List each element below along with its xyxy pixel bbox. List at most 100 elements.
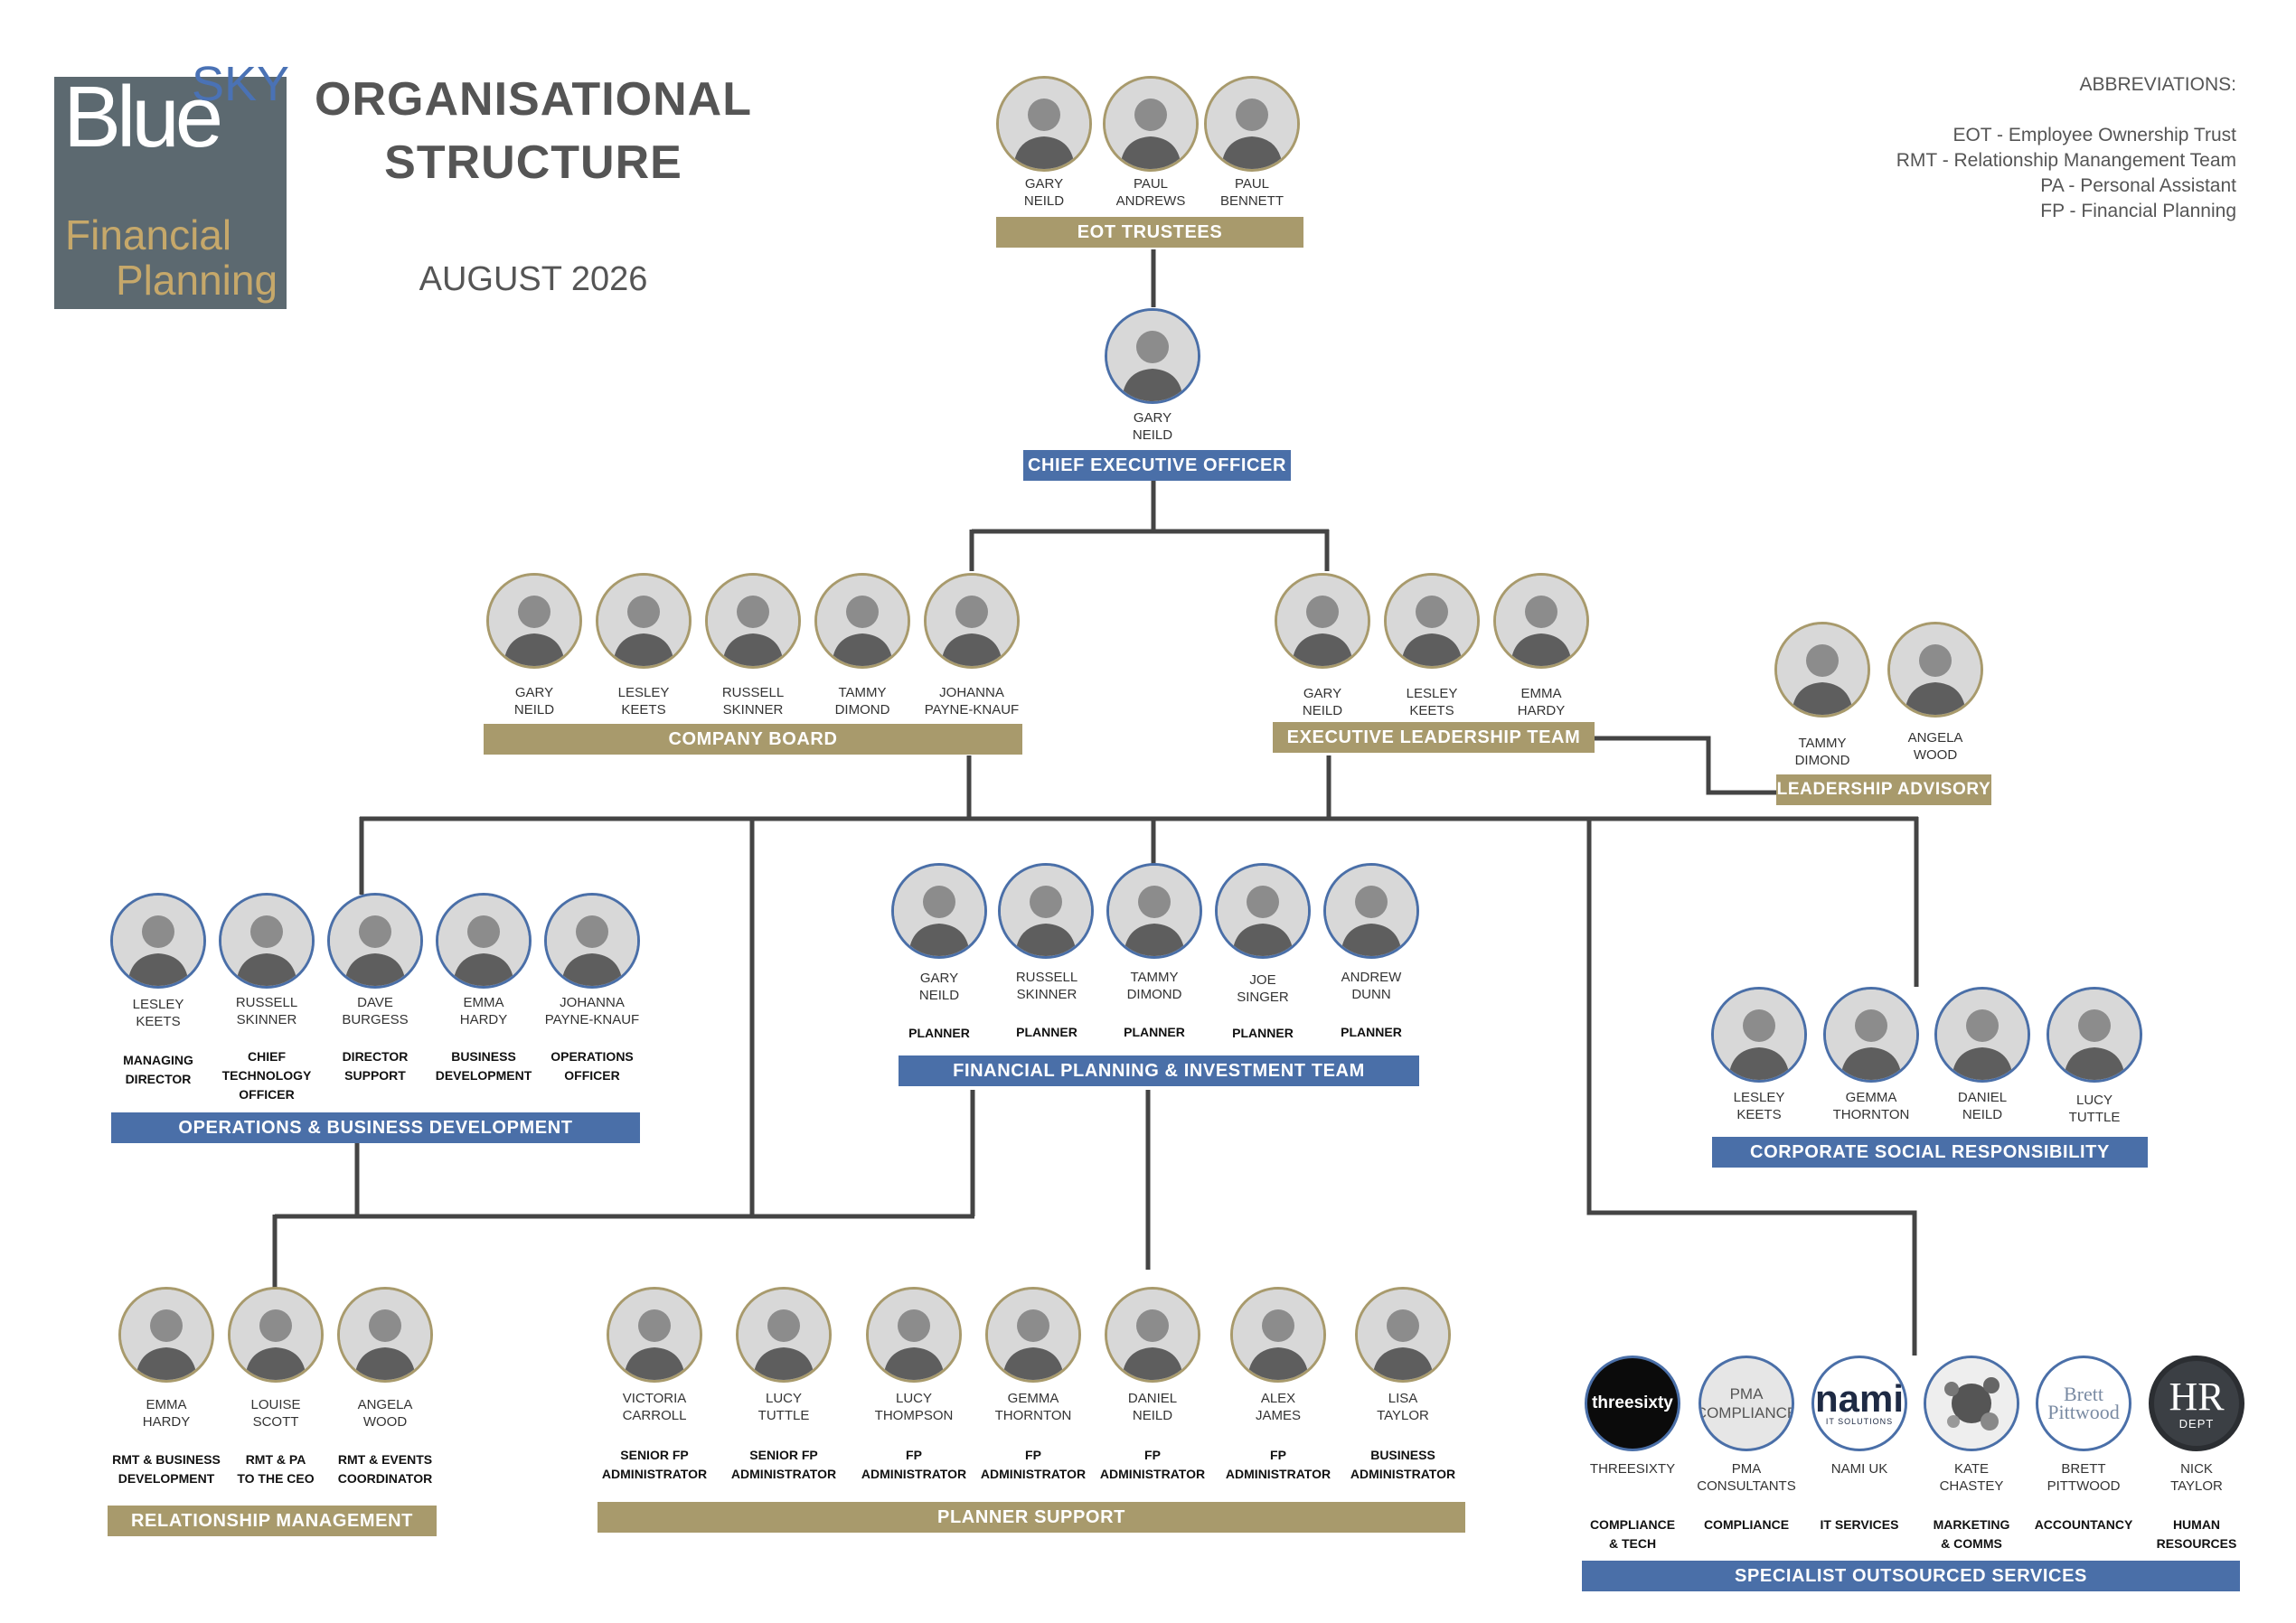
ops-banner: OPERATIONS & BUSINESS DEVELOPMENT bbox=[111, 1112, 640, 1143]
person-silhouette-icon bbox=[1826, 990, 1916, 1080]
page-date: AUGUST 2026 bbox=[419, 260, 648, 298]
person-silhouette-icon bbox=[1777, 624, 1868, 715]
service-role: COMPLIANCE bbox=[1703, 1517, 1790, 1532]
person-silhouette-icon bbox=[2049, 990, 2140, 1080]
eot-trustees-banner: EOT TRUSTEES bbox=[996, 217, 1303, 248]
person-silhouette-icon bbox=[547, 896, 637, 986]
person-silhouette-icon bbox=[340, 1290, 430, 1380]
service-role: MARKETING& COMMS bbox=[1933, 1517, 2010, 1551]
service-name: NAMI UK bbox=[1830, 1461, 1888, 1477]
person-photo bbox=[1823, 987, 1919, 1083]
service-role: COMPLIANCE& TECH bbox=[1589, 1517, 1676, 1551]
person-photo bbox=[705, 573, 801, 669]
person-silhouette-icon bbox=[1218, 866, 1308, 956]
person-silhouette-icon bbox=[1358, 1290, 1448, 1380]
person-photo bbox=[607, 1287, 702, 1383]
sos-banner: SPECIALIST OUTSOURCED SERVICES bbox=[1582, 1561, 2240, 1591]
page-title-line2: STRUCTURE bbox=[384, 136, 682, 189]
person-silhouette-icon bbox=[113, 896, 203, 986]
elt-banner: EXECUTIVE LEADERSHIP TEAM bbox=[1273, 722, 1595, 753]
person-silhouette-icon bbox=[988, 1290, 1078, 1380]
person-silhouette-icon bbox=[1714, 990, 1804, 1080]
person-photo bbox=[1230, 1287, 1326, 1383]
person-photo bbox=[1493, 573, 1589, 669]
person-silhouette-icon bbox=[330, 896, 420, 986]
person-photo bbox=[1774, 622, 1870, 718]
ceo-to-board-elt-line bbox=[969, 481, 1330, 571]
person-silhouette-icon bbox=[708, 576, 798, 666]
person-silhouette-icon bbox=[999, 79, 1089, 169]
person-photo bbox=[327, 893, 423, 989]
elt-to-advisory-line bbox=[1593, 736, 1776, 795]
person-photo bbox=[436, 893, 532, 989]
main-bus-line bbox=[360, 755, 1918, 821]
person-photo bbox=[2047, 987, 2142, 1083]
person-silhouette-icon bbox=[739, 1290, 829, 1380]
person-photo bbox=[1323, 863, 1419, 959]
company-board-banner: COMPANY BOARD bbox=[484, 724, 1022, 755]
abbreviation-item: FP - Financial Planning bbox=[2040, 201, 2236, 221]
person-photo bbox=[736, 1287, 832, 1383]
person-silhouette-icon bbox=[869, 1290, 959, 1380]
person-photo bbox=[1384, 573, 1480, 669]
person-photo bbox=[1887, 622, 1983, 718]
ceo-banner: CHIEF EXECUTIVE OFFICER bbox=[1023, 450, 1291, 481]
person-role: PLANNER bbox=[908, 1026, 970, 1040]
threesixty-logo: threesixty bbox=[1585, 1356, 1680, 1451]
person-silhouette-icon bbox=[121, 1290, 212, 1380]
csr-banner: CORPORATE SOCIAL RESPONSIBILITY bbox=[1712, 1137, 2148, 1168]
person-photo bbox=[814, 573, 910, 669]
person-photo bbox=[110, 893, 206, 989]
person-photo bbox=[998, 863, 1094, 959]
person-silhouette-icon bbox=[221, 896, 312, 986]
person-silhouette-icon bbox=[1496, 576, 1586, 666]
person-silhouette-icon bbox=[1207, 79, 1297, 169]
relationship-management-banner: RELATIONSHIP MANAGEMENT bbox=[108, 1506, 437, 1536]
logo-financial-text: Financial bbox=[65, 211, 232, 258]
person-photo bbox=[219, 893, 315, 989]
person-photo bbox=[596, 573, 692, 669]
person-photo bbox=[1934, 987, 2030, 1083]
page-title-line1: ORGANISATIONAL bbox=[315, 73, 752, 126]
person-role: PLANNER bbox=[1232, 1026, 1294, 1040]
person-silhouette-icon bbox=[927, 576, 1017, 666]
person-silhouette-icon bbox=[231, 1290, 321, 1380]
person-photo bbox=[544, 893, 640, 989]
person-photo bbox=[1103, 76, 1199, 172]
person-photo bbox=[924, 573, 1020, 669]
person-silhouette-icon bbox=[817, 576, 908, 666]
person-photo bbox=[118, 1287, 214, 1383]
